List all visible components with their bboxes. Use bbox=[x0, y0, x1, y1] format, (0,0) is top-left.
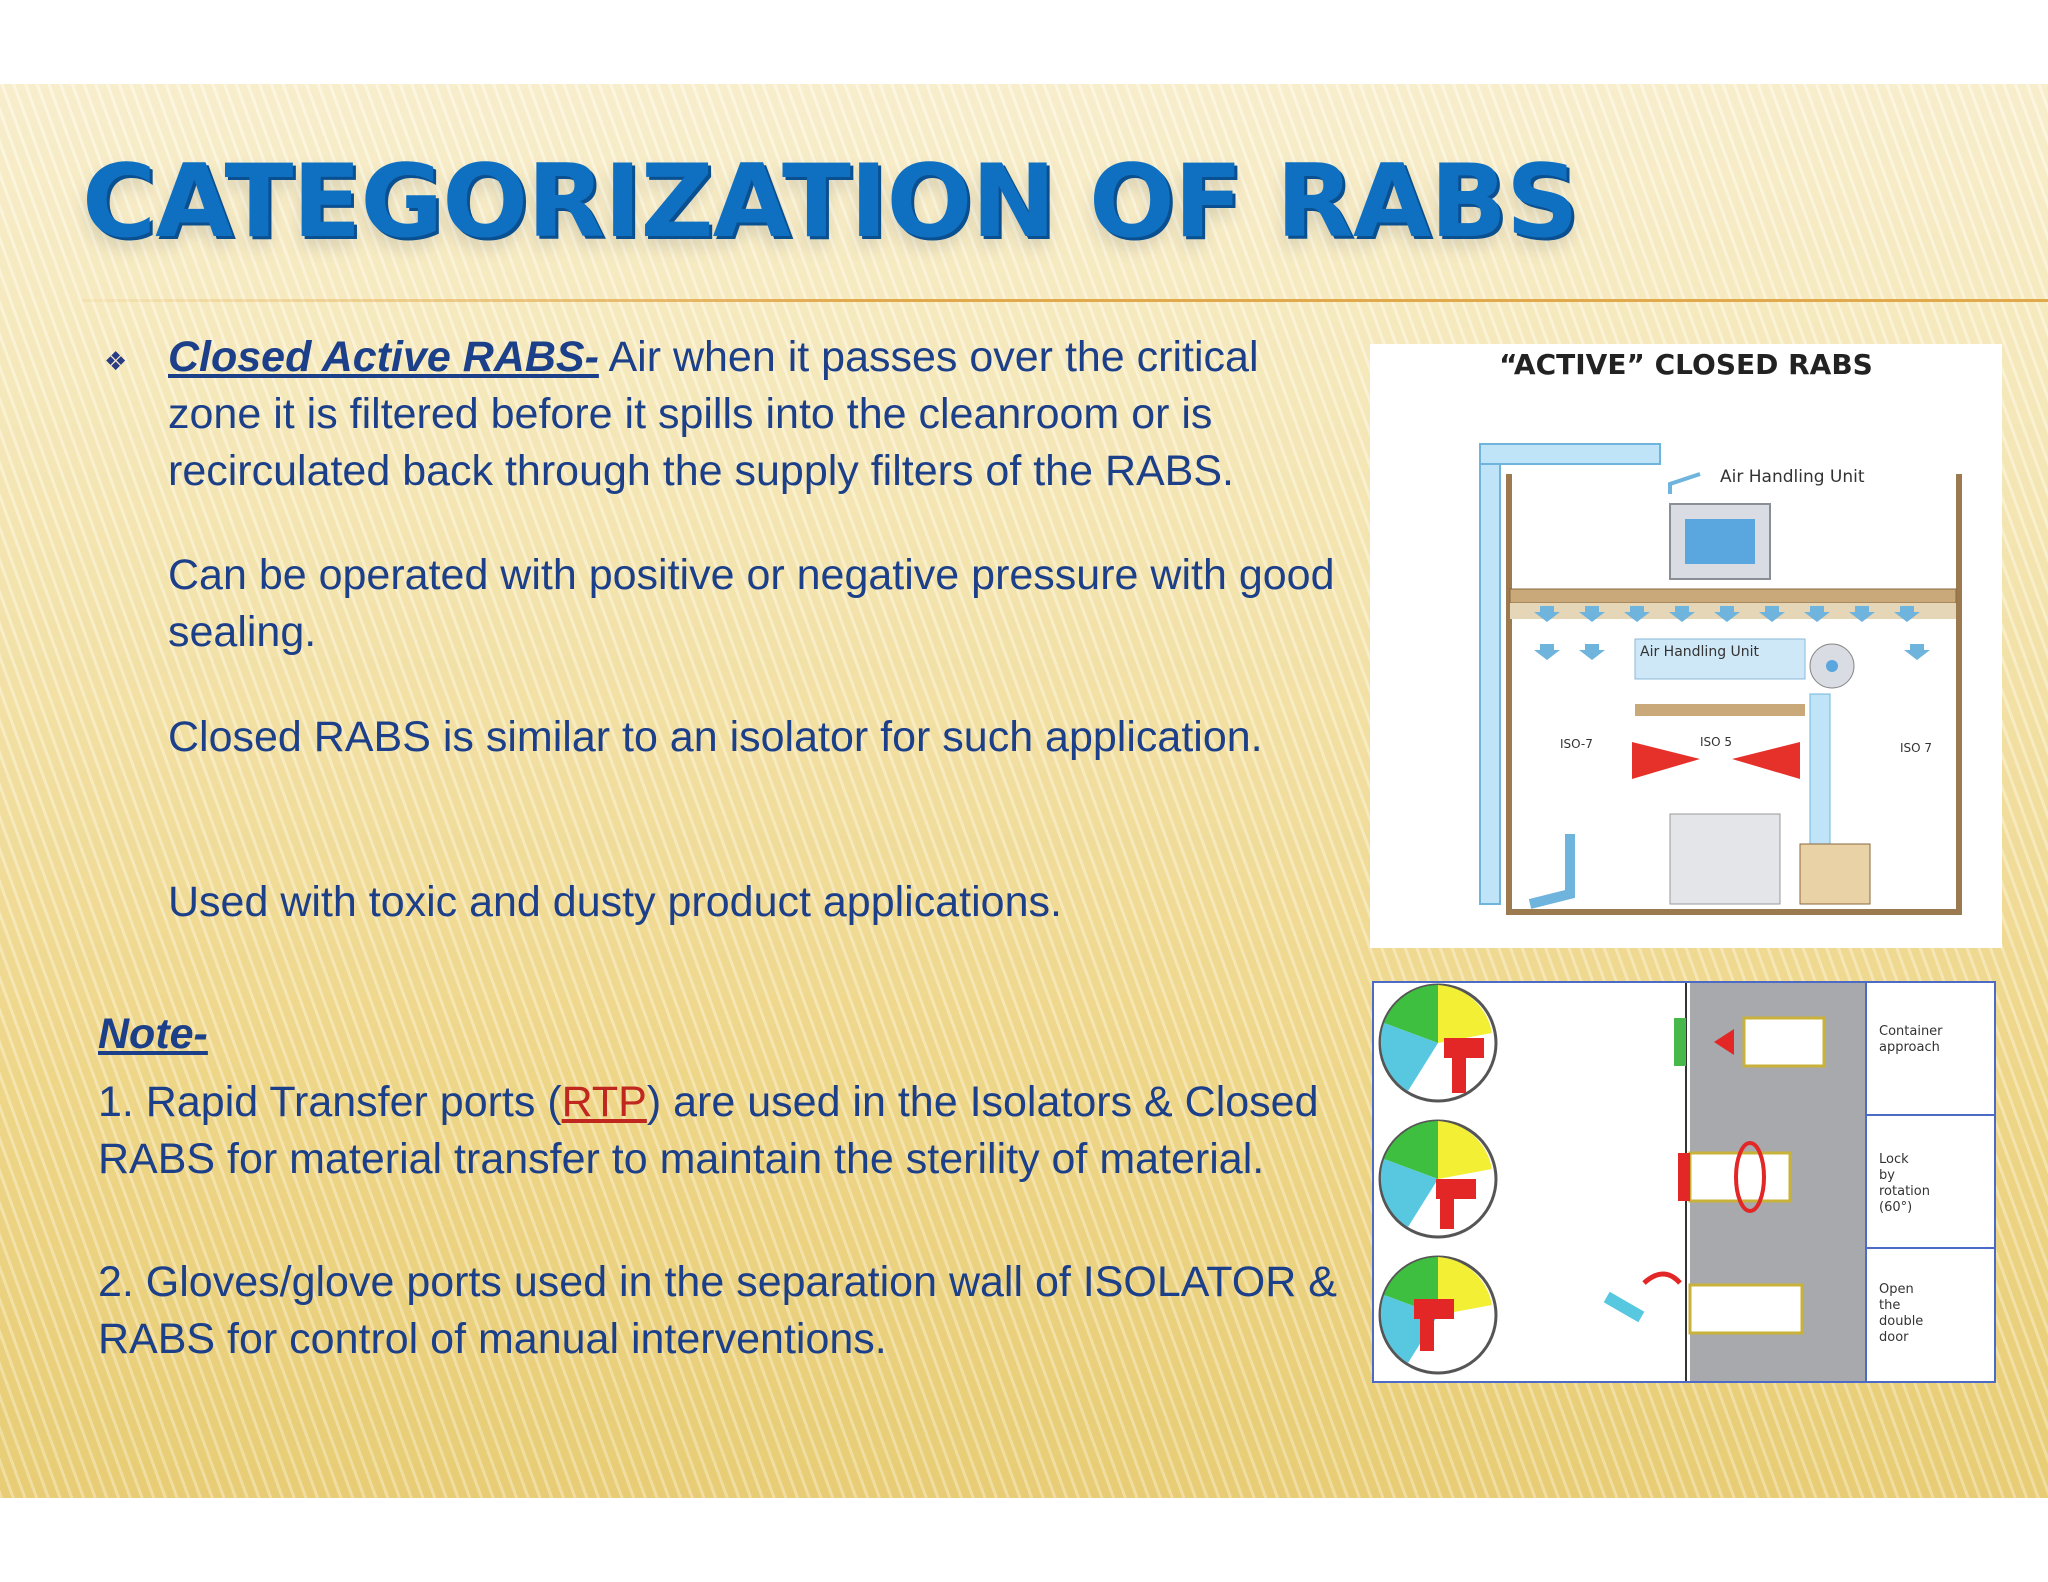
open-arrow-icon bbox=[1642, 1271, 1682, 1285]
ahu-filter bbox=[1685, 519, 1755, 564]
down-arrows bbox=[1534, 606, 1930, 660]
note-item-1-pre: 1. Rapid Transfer ports ( bbox=[98, 1078, 562, 1126]
active-closed-rabs-diagram: “ACTIVE” CLOSED RABS Air Handling Unit bbox=[1370, 344, 2002, 948]
iso-right-label: ISO 7 bbox=[1900, 741, 1932, 755]
rotate-arrow-icon bbox=[1734, 1141, 1766, 1213]
iso-left-label: ISO-7 bbox=[1560, 737, 1593, 751]
iso-center-label: ISO 5 bbox=[1700, 735, 1732, 749]
step-2-detail bbox=[1378, 1119, 1498, 1239]
slide: CATEGORIZATION OF RABS ❖ Closed Active R… bbox=[0, 84, 2048, 1498]
ahu-arrow bbox=[1668, 472, 1701, 494]
title-divider bbox=[82, 299, 2048, 302]
note-item-1-post: ) are used in the Isolators & Closed RAB… bbox=[98, 1078, 1319, 1183]
inner-ahu bbox=[1634, 638, 1806, 680]
step-3-detail bbox=[1378, 1255, 1498, 1375]
top-duct bbox=[1479, 443, 1661, 465]
rtp-link[interactable]: RTP bbox=[561, 1078, 647, 1126]
bullet-text: Air when it passes over the critical zon… bbox=[168, 333, 1259, 495]
container-3 bbox=[1688, 1283, 1804, 1335]
slide-title: CATEGORIZATION OF RABS bbox=[82, 142, 1579, 260]
bullet-lead: Closed Active RABS- bbox=[168, 333, 599, 381]
note-heading: Note- bbox=[98, 1010, 208, 1058]
return-filter bbox=[1799, 843, 1871, 905]
glove-left bbox=[1632, 742, 1700, 779]
paragraph-isolator: Closed RABS is similar to an isolator fo… bbox=[168, 713, 1263, 761]
container-2 bbox=[1688, 1151, 1792, 1203]
inner-filter bbox=[1635, 704, 1805, 716]
rabs-diagram-svg: “ACTIVE” CLOSED RABS Air Handling Unit bbox=[1479, 348, 1962, 915]
ahu-label-inner: Air Handling Unit bbox=[1640, 644, 1760, 660]
floor-line bbox=[1506, 909, 1962, 915]
diamond-bullet-icon: ❖ bbox=[104, 346, 128, 376]
ahu-label-top: Air Handling Unit bbox=[1720, 467, 1865, 487]
inner-duct bbox=[1809, 693, 1831, 865]
machine-base bbox=[1669, 813, 1781, 905]
approach-arrow-icon bbox=[1714, 1029, 1734, 1055]
bullet-closed-active-rabs: Closed Active RABS- Air when it passes o… bbox=[168, 329, 1338, 500]
note-item-1: 1. Rapid Transfer ports (RTP) are used i… bbox=[98, 1074, 1348, 1188]
door-open bbox=[1603, 1291, 1645, 1323]
paragraph-pressure: Can be operated with positive or negativ… bbox=[168, 551, 1335, 656]
return-duct bbox=[1479, 443, 1501, 905]
diagram-title: “ACTIVE” CLOSED RABS bbox=[1499, 348, 1873, 381]
glove-right bbox=[1732, 742, 1800, 779]
note-item-2: 2. Gloves/glove ports used in the separa… bbox=[98, 1258, 1337, 1363]
paragraph-toxic: Used with toxic and dusty product applic… bbox=[168, 878, 1062, 926]
container-1 bbox=[1742, 1016, 1826, 1068]
wall-left bbox=[1506, 474, 1512, 914]
ceiling-filter bbox=[1509, 588, 1957, 604]
wall-right bbox=[1956, 474, 1962, 914]
step-1-detail bbox=[1378, 983, 1498, 1103]
return-arrow bbox=[1528, 834, 1575, 909]
